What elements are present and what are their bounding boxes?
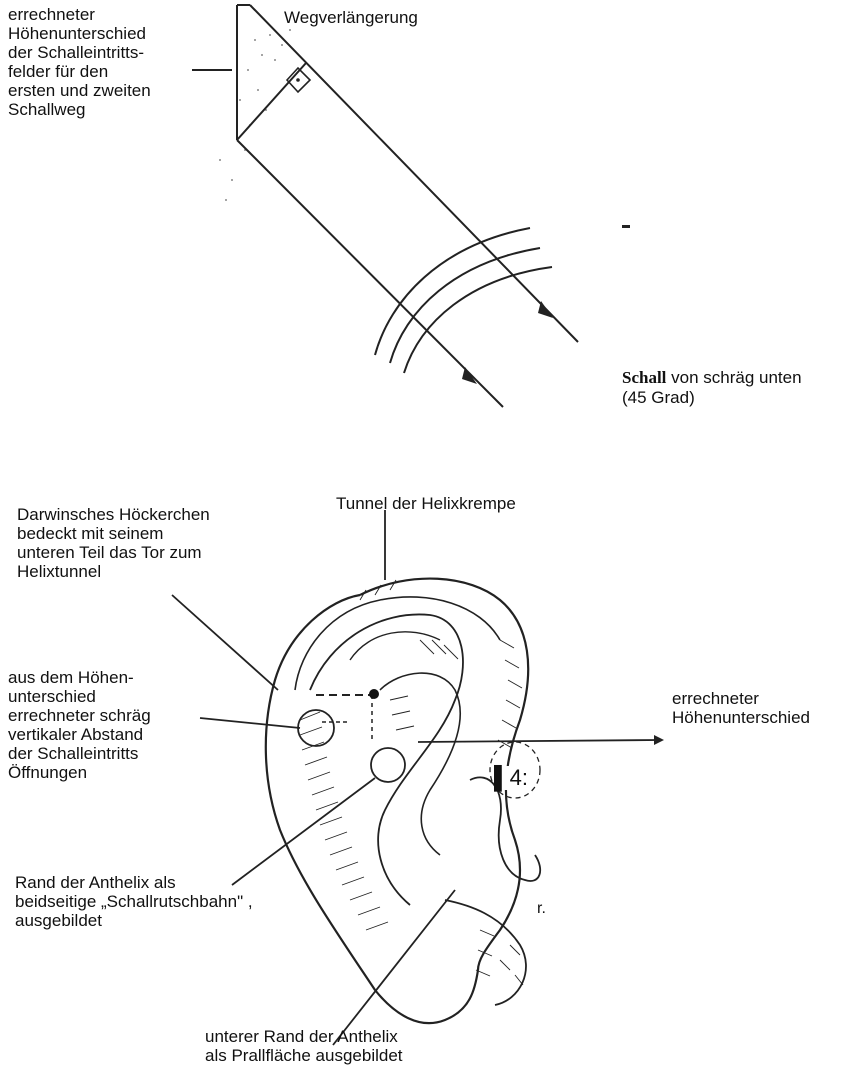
- label-lower-anthelix: unterer Rand der Anthelix als Prallfläch…: [205, 1027, 403, 1065]
- shading-speckle: [219, 29, 291, 201]
- right-angle-dot: [296, 78, 300, 82]
- label-ear-height-difference: errechneter Höhenunterschied: [672, 689, 810, 727]
- label-calculated-height-difference: errechneter Höhenunterschied der Schalle…: [8, 5, 151, 119]
- label-stray-mark: ▌4:: [494, 766, 528, 790]
- label-sound-direction: Schall von schräg unten: [622, 368, 802, 387]
- label-darwin-tubercle: Darwinsches Höckerchen bedeckt mit seine…: [17, 505, 210, 581]
- stray-mark: [622, 225, 630, 228]
- leader-lines: [172, 510, 660, 1045]
- ear-lobe: [445, 900, 526, 1005]
- label-sound-rest: von schräg unten: [666, 368, 801, 387]
- upper-sound-ray: [250, 5, 578, 342]
- label-anthelix-edge: Rand der Anthelix als beidseitige „Schal…: [15, 873, 253, 930]
- ear-outer-helix: [266, 595, 478, 1023]
- label-stray-mark-2: r.: [537, 900, 546, 918]
- sound-wave-arcs: [375, 228, 552, 373]
- ear-inner-helix: [295, 597, 500, 690]
- ear-hatching: [300, 580, 523, 985]
- ear-concha: [380, 673, 460, 855]
- label-path-extension: Wegverlängerung: [284, 8, 418, 27]
- darwin-tubercle-circle: [298, 710, 334, 746]
- ear-anthelix: [310, 614, 463, 905]
- lower-ray-arrowhead: [462, 367, 477, 384]
- label-sound-angle: (45 Grad): [622, 388, 695, 407]
- height-difference-arrowhead: [654, 735, 664, 745]
- label-helix-tunnel: Tunnel der Helixkrempe: [336, 494, 516, 513]
- label-sound-word: Schall: [622, 368, 666, 387]
- opening-circle: [371, 748, 405, 782]
- measurement-dot: [369, 689, 379, 699]
- perpendicular-connector: [237, 63, 306, 140]
- label-vertical-distance: aus dem Höhen- unterschied errechneter s…: [8, 668, 151, 782]
